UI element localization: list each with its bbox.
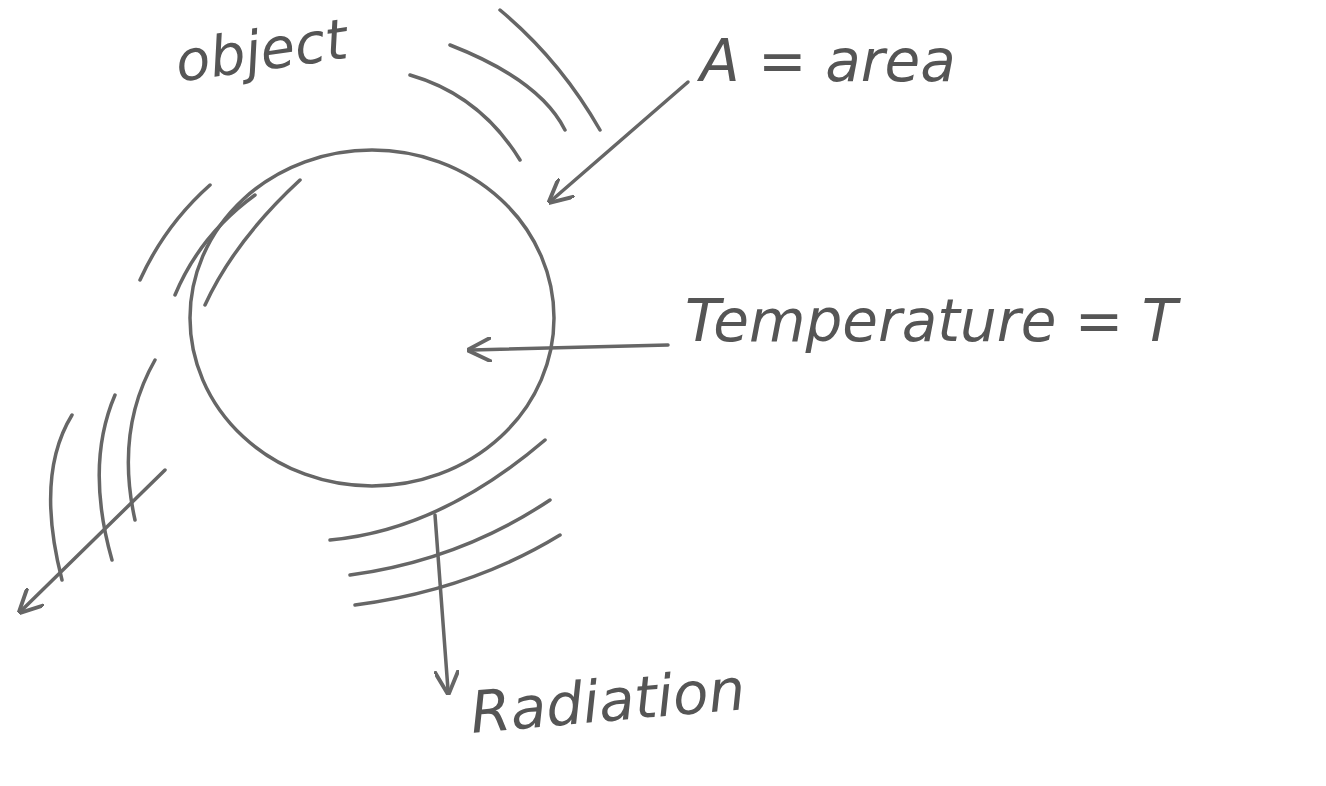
leader-arrow: [552, 82, 688, 200]
radiation-arrow: [435, 515, 448, 690]
radiation-label: Radiation: [468, 658, 748, 746]
object-circle: [190, 150, 554, 486]
radiation-arcs: [51, 10, 600, 605]
area-label: A = area: [700, 30, 956, 94]
temperature-label: Temperature = T: [685, 290, 1177, 354]
leader-arrow: [472, 345, 668, 350]
radiation-arrow: [22, 470, 165, 610]
object-label: object: [172, 8, 351, 93]
